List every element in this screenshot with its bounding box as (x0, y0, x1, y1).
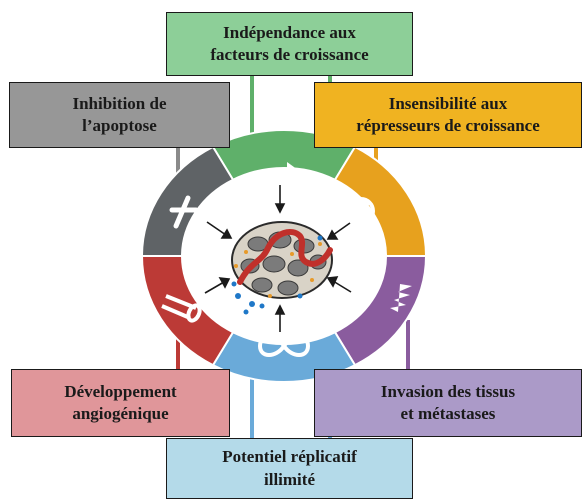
box-growth-line2: facteurs de croissance (210, 45, 369, 64)
cross-icon (169, 195, 199, 229)
box-angiogenesis-line1: Développement (64, 381, 177, 401)
box-apoptosis-inhibition: Inhibition de l’apoptose (9, 82, 230, 148)
arrow-bottom-head (274, 304, 286, 315)
box-insensitivity-line2: répresseurs de croissance (356, 116, 540, 135)
arrow-bottom-left (204, 281, 225, 294)
inward-arrows (204, 185, 352, 332)
arrow-top-left-head (220, 228, 233, 239)
box-angiogenesis-line2: angiogénique (72, 404, 169, 423)
box-replicative-line1: Potentiel réplicatif (222, 447, 357, 467)
arrow-top-right-head (326, 229, 339, 240)
arrow-bottom-right-head (326, 276, 339, 288)
tumor-cell-cluster-icon (231, 221, 333, 315)
blood-vessel-icon (161, 294, 202, 323)
no-entry-circle-icon (347, 197, 375, 225)
arrow-top-right (332, 222, 351, 236)
box-insensitivity-line1: Insensibilité aux (388, 93, 508, 113)
box-replicative-line2: illimité (264, 469, 315, 489)
box-invasion-line2: et métastases (400, 404, 496, 423)
box-apoptosis-line2: l’apoptose (82, 116, 157, 135)
arrow-bottom-right (332, 280, 352, 293)
arrow-top-head (274, 203, 286, 214)
infinity-icon (257, 335, 311, 357)
arrow-bottom-left-head (218, 277, 231, 289)
box-angiogenesis: Développement angiogénique (11, 369, 230, 437)
box-invasion-metastasis: Invasion des tissus et métastases (314, 369, 582, 437)
box-growth-suppressor-insensitivity: Insensibilité aux répresseurs de croissan… (314, 82, 582, 148)
right-turn-arrow-icon (265, 162, 304, 198)
arrow-top-left (206, 221, 227, 236)
box-apoptosis-line1: Inhibition de (72, 93, 167, 113)
serrated-edge-icon (390, 284, 412, 312)
box-invasion-line1: Invasion des tissus (380, 381, 516, 401)
box-growth-line1: Indépendance aux (223, 22, 356, 42)
box-growth-factor-independence: Indépendance aux facteurs de croissance (166, 12, 413, 76)
